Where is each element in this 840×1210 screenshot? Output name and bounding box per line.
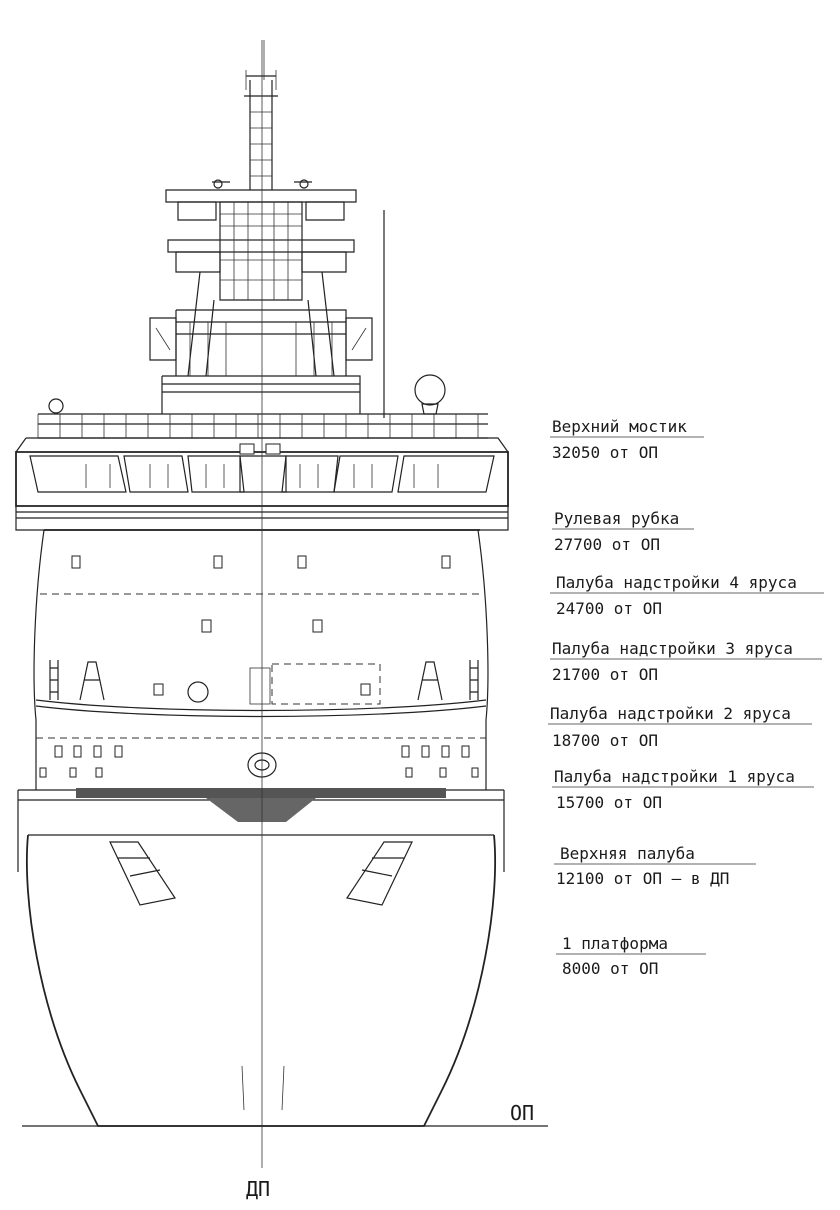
- deck-label-wheelhouse: Рулевая рубка 27700 от ОП: [552, 509, 694, 554]
- deck-name: 1 платформа: [562, 934, 668, 953]
- deck-label-tier-2: Палуба надстройки 2 яруса 18700 от ОП: [548, 704, 812, 750]
- deck-name: Палуба надстройки 3 яруса: [552, 639, 793, 658]
- deck-name: Палуба надстройки 2 яруса: [550, 704, 791, 723]
- deck-label-tier-4: Палуба надстройки 4 яруса 24700 от ОП: [550, 573, 824, 618]
- upper-bridge-railing: [37, 374, 488, 439]
- deck-name: Рулевая рубка: [554, 509, 679, 528]
- deck-name: Палуба надстройки 4 яруса: [556, 573, 797, 592]
- deck-height: 27700 от ОП: [554, 535, 660, 554]
- deck-height: 18700 от ОП: [552, 731, 658, 750]
- deck-label-platform-1: 1 платформа 8000 от ОП: [556, 934, 706, 978]
- hull: [17, 788, 505, 1127]
- centerline-label: ДП: [246, 1177, 270, 1201]
- superstructure-side: [33, 529, 489, 790]
- deck-label-upper-deck: Верхняя палуба 12100 от ОП – в ДП: [554, 844, 756, 888]
- deck-label-tier-3: Палуба надстройки 3 яруса 21700 от ОП: [550, 639, 822, 684]
- deck-name: Верхняя палуба: [560, 844, 695, 863]
- deck-label-tier-1: Палуба надстройки 1 яруса 15700 от ОП: [552, 767, 814, 812]
- deck-height: 15700 от ОП: [556, 793, 662, 812]
- deck-height: 32050 от ОП: [552, 443, 658, 462]
- deck-height: 8000 от ОП: [562, 959, 658, 978]
- mast-tower: [149, 40, 385, 418]
- reference-lines: [22, 40, 548, 1168]
- deck-label-upper-bridge: Верхний мостик 32050 от ОП: [550, 417, 704, 462]
- deck-height: 12100 от ОП – в ДП: [556, 869, 729, 888]
- wheelhouse: [15, 437, 509, 531]
- deck-name: Верхний мостик: [552, 417, 687, 436]
- deck-height: 24700 от ОП: [556, 599, 662, 618]
- deck-height: 21700 от ОП: [552, 665, 658, 684]
- deck-name: Палуба надстройки 1 яруса: [554, 767, 795, 786]
- deck-labels: Верхний мостик 32050 от ОП Рулевая рубка…: [548, 417, 824, 978]
- baseline-label: ОП: [510, 1101, 534, 1125]
